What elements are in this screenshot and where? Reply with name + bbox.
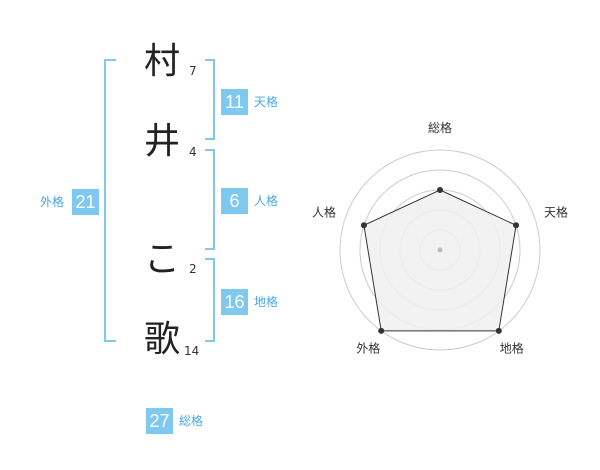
radar-axis-label: 地格 xyxy=(500,341,524,356)
radar-point xyxy=(495,327,502,334)
name-char-4: 歌 xyxy=(144,319,181,360)
radar-axis-label: 総格 xyxy=(428,120,452,135)
radar-shape xyxy=(363,189,517,332)
radar-center-dot xyxy=(437,247,443,253)
tenkaku-label: 天格 xyxy=(254,95,279,109)
radar-ring xyxy=(339,149,541,351)
gaikaku-bracket xyxy=(104,59,116,342)
name-char-2: 井 xyxy=(144,121,181,162)
radar-point xyxy=(360,222,367,229)
soukaku-value: 27 xyxy=(146,408,173,434)
chikaku-bracket xyxy=(205,258,215,342)
jinkaku-value: 6 xyxy=(221,188,248,214)
radar-axis-label: 人格 xyxy=(312,204,336,219)
chikaku-label: 地格 xyxy=(254,295,279,309)
soukaku-label: 総格 xyxy=(179,414,204,428)
stroke-count-3: 2 xyxy=(189,262,197,276)
jinkaku-label: 人格 xyxy=(254,194,279,208)
radar-point xyxy=(513,222,520,229)
name-char-1: 村 xyxy=(144,41,181,82)
radar-point xyxy=(378,327,385,334)
gaikaku-label: 外格 xyxy=(40,195,65,209)
stroke-count-4: 14 xyxy=(184,344,200,358)
jinkaku-bracket xyxy=(205,149,215,250)
radar-axis-label: 外格 xyxy=(356,341,380,356)
tenkaku-bracket xyxy=(205,59,215,140)
radar-axis-label: 天格 xyxy=(544,204,568,219)
chikaku-value: 16 xyxy=(221,289,248,315)
radar-point xyxy=(437,187,443,193)
gaikaku-value: 21 xyxy=(72,189,99,215)
name-char-3: こ xyxy=(144,239,181,280)
stroke-count-1: 7 xyxy=(189,64,197,78)
tenkaku-value: 11 xyxy=(221,89,248,115)
stroke-count-2: 4 xyxy=(189,145,197,159)
